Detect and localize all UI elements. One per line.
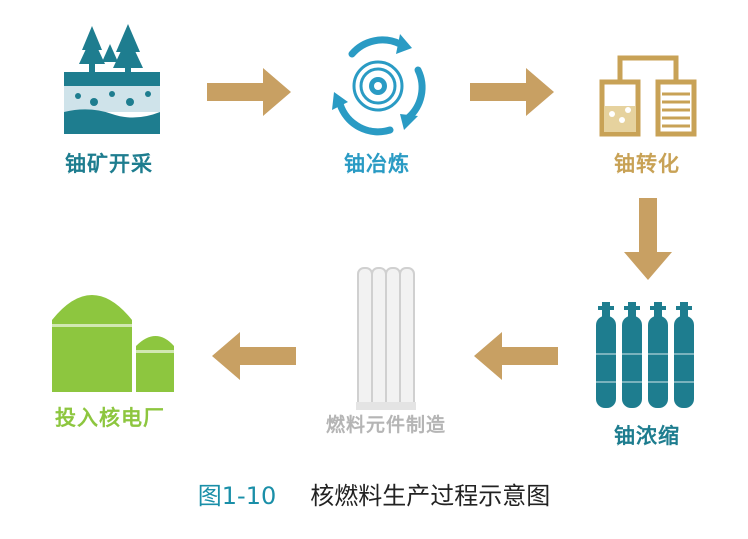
figure-caption: 图1-10 核燃料生产过程示意图 xyxy=(0,476,748,511)
step-fuel-fabrication: 燃料元件制造 xyxy=(316,264,456,437)
figure-title: 核燃料生产过程示意图 xyxy=(310,482,551,510)
flow-arrow-right-2 xyxy=(470,66,556,118)
flow-arrow-left-2 xyxy=(210,330,296,382)
fuel-rods-icon xyxy=(316,264,456,414)
step-enrichment: 铀浓缩 xyxy=(582,294,712,450)
flow-arrow-left-1 xyxy=(472,330,558,382)
gas-cylinders-icon xyxy=(582,294,712,414)
beakers-icon xyxy=(582,22,712,142)
recycle-cycle-icon xyxy=(312,22,442,142)
step-conversion: 铀转化 xyxy=(582,22,712,178)
figure-number: 图1-10 xyxy=(197,482,277,510)
step-smelting: 铀冶炼 xyxy=(312,22,442,178)
mining-terrain-icon xyxy=(44,22,174,142)
step-label-smelting: 铀冶炼 xyxy=(344,152,410,176)
step-nuclear-plant: 投入核电厂 xyxy=(40,276,180,432)
step-label-plant: 投入核电厂 xyxy=(55,406,165,430)
step-label-enrichment: 铀浓缩 xyxy=(614,424,680,448)
flow-arrow-down xyxy=(622,198,674,282)
nuclear-plant-icon xyxy=(40,276,180,396)
step-label-mining: 铀矿开采 xyxy=(65,152,153,176)
step-label-conversion: 铀转化 xyxy=(614,152,680,176)
flow-arrow-right-1 xyxy=(207,66,293,118)
step-label-fuel: 燃料元件制造 xyxy=(325,414,446,436)
step-mining: 铀矿开采 xyxy=(44,22,174,178)
